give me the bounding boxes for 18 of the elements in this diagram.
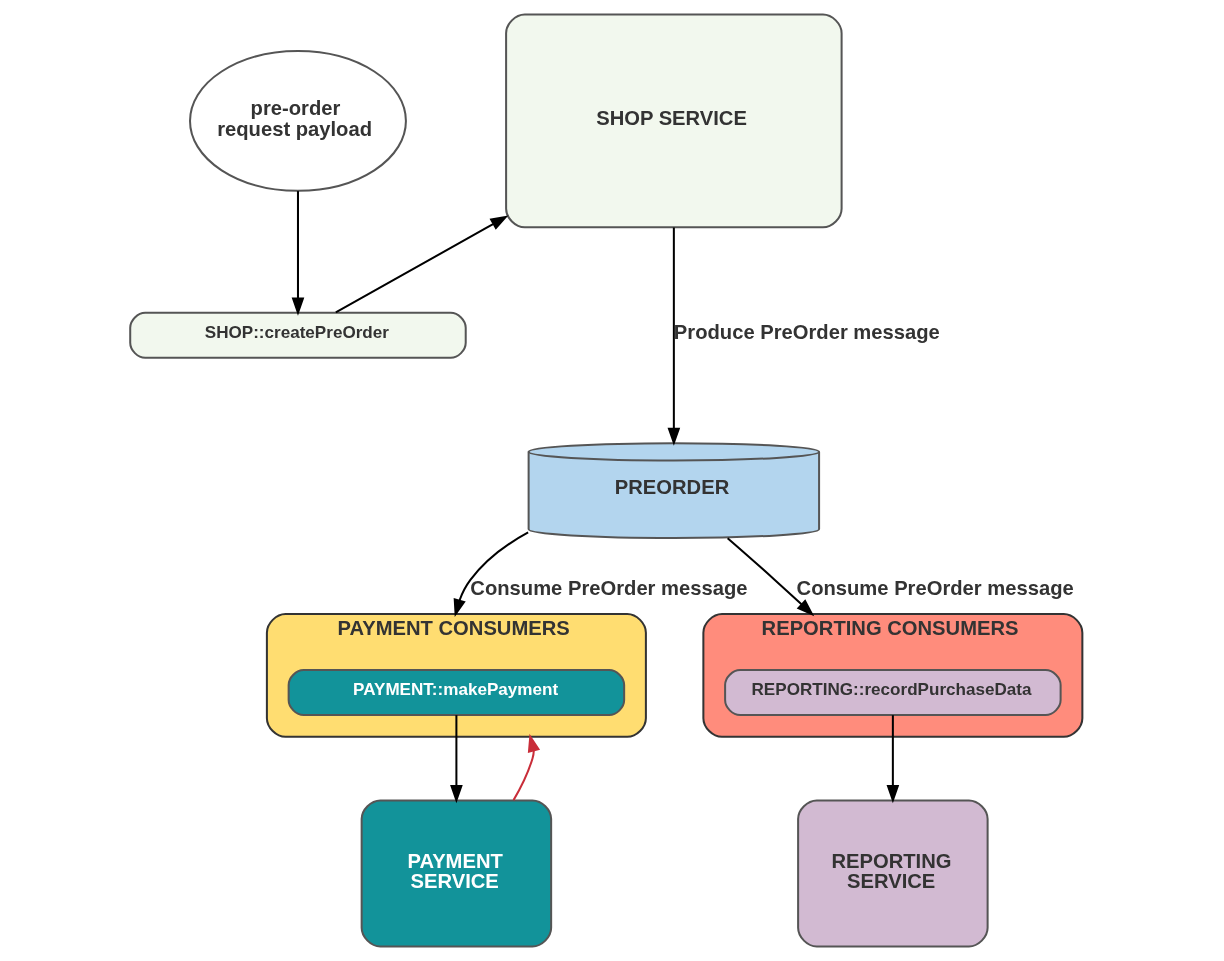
node-box: SHOP::createPreOrder: [128, 311, 467, 359]
edge-label: Consume PreOrder message: [796, 576, 1074, 599]
node-box: REPORTING::recordPurchaseData: [723, 669, 1062, 717]
arrow: [886, 715, 899, 804]
arrow: [334, 215, 508, 314]
arrow: [667, 227, 680, 446]
edge-label: Produce PreOrder message: [673, 321, 940, 343]
node-box: PAYMENT::makePayment: [287, 669, 625, 717]
edge-label: Consume PreOrder message: [469, 576, 748, 599]
arrow: [512, 733, 540, 801]
arrow: [291, 191, 304, 316]
node-box: PAYMENT SERVICE: [360, 799, 552, 948]
arrow: [449, 715, 463, 804]
node-ellipse: pre-order request payload: [188, 50, 407, 192]
node-box: SHOP SERVICE: [504, 13, 843, 229]
arrow: [453, 531, 529, 618]
node-box: REPORTING SERVICE: [796, 799, 989, 948]
arrow: [726, 537, 814, 617]
